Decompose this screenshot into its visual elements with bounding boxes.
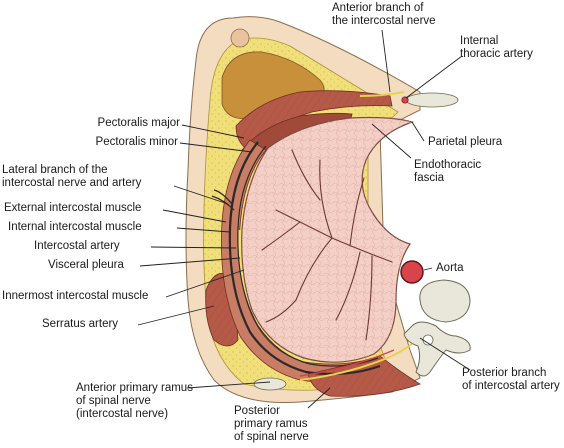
- label-pectoralis-major: Pectoralis major: [97, 117, 180, 129]
- label-anterior-primary-ramus: Anterior primary ramus of spinal nerve (…: [76, 382, 193, 420]
- label-visceral-pleura: Visceral pleura: [48, 259, 124, 271]
- nipple: [230, 28, 250, 48]
- vertebral-body: [419, 279, 471, 323]
- parietal-pleura-line: [228, 141, 381, 376]
- label-intercostal-artery: Intercostal artery: [34, 240, 120, 252]
- leader-lines: [137, 29, 471, 409]
- label-serratus-artery: Serratus artery: [42, 318, 119, 330]
- label-aorta: Aorta: [436, 262, 464, 274]
- bronchial-tree: [261, 149, 393, 341]
- intercostal-artery-vessel: [299, 349, 395, 377]
- sternal-rib: [405, 92, 459, 108]
- lateral-branch-vessels: [211, 189, 235, 211]
- anterior-branch-nerve: [359, 91, 405, 97]
- label-lateral-branch: Lateral branch of the intercostal nerve …: [2, 164, 142, 189]
- label-external-intercostal: External intercostal muscle: [4, 202, 142, 214]
- label-anterior-branch: Anterior branch of the intercostal nerve: [332, 2, 436, 27]
- label-internal-intercostal: Internal intercostal muscle: [8, 221, 142, 233]
- intercostal-nerve: [299, 343, 413, 381]
- label-posterior-branch: Posterior branch of intercostal artery: [462, 367, 560, 392]
- internal-thoracic-artery: [401, 96, 409, 104]
- anterior-rib-section: [253, 377, 287, 391]
- label-internal-thoracic-artery: Internal thoracic artery: [460, 35, 533, 60]
- label-endothoracic-fascia: Endothoracic fascia: [414, 159, 482, 184]
- label-innermost-intercostal: Innermost intercostal muscle: [2, 290, 149, 302]
- label-posterior-primary-ramus: Posterior primary ramus of spinal nerve: [234, 405, 309, 443]
- label-pectoralis-minor: Pectoralis minor: [95, 136, 178, 148]
- aorta: [400, 260, 424, 284]
- label-parietal-pleura: Parietal pleura: [428, 136, 503, 148]
- visceral-pleura-line: [237, 145, 379, 367]
